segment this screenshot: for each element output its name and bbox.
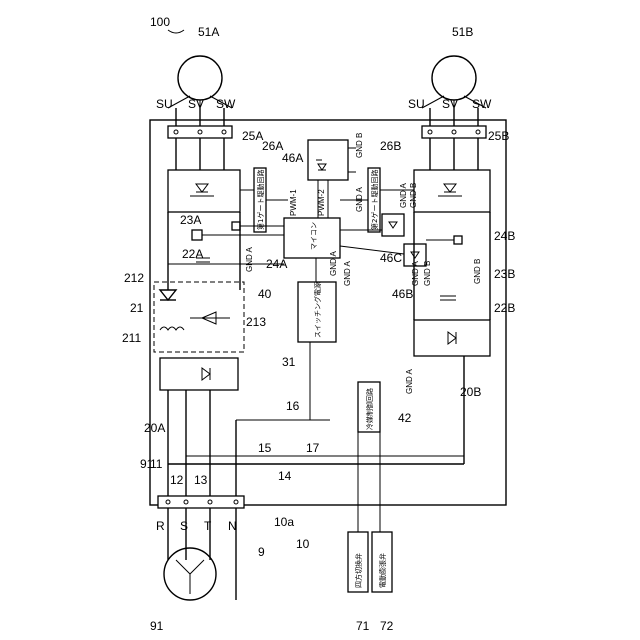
label-16: 16 xyxy=(286,399,300,413)
label-91-top: 91 xyxy=(140,457,154,471)
label-gnd-b3: GND B xyxy=(423,261,432,286)
exp-valve-label: 電動膨張弁 xyxy=(378,553,387,588)
label-46a: 46A xyxy=(282,151,303,165)
gate-driver-26a-label: 第1ゲート駆動回路 xyxy=(256,170,265,230)
label-20a: 20A xyxy=(144,421,165,435)
label-gnd-a7: GND A xyxy=(405,368,414,394)
pwm2-label: PWM-2 xyxy=(317,189,326,216)
sensor-24a xyxy=(232,222,240,230)
label-25b: 25B xyxy=(488,129,509,143)
label-51a: 51A xyxy=(198,25,219,39)
rectifier-20a xyxy=(160,358,238,390)
label-20b: 20B xyxy=(460,385,481,399)
label-72: 72 xyxy=(380,619,394,633)
label-21: 21 xyxy=(130,301,144,315)
label-22a: 22A xyxy=(182,247,203,261)
terminal-block-a xyxy=(168,108,232,170)
label-46c: 46C xyxy=(380,251,402,265)
label-213: 213 xyxy=(246,315,266,329)
label-14: 14 xyxy=(278,469,292,483)
label-r: R xyxy=(156,519,165,533)
label-13: 13 xyxy=(194,473,208,487)
inductor-211 xyxy=(160,327,184,330)
label-sw-b: SW xyxy=(472,97,492,111)
label-24b: 24B xyxy=(494,229,515,243)
label-91: 91 xyxy=(150,619,164,633)
label-s: S xyxy=(180,519,188,533)
gate-driver-26b-label: 第2ゲート駆動回路 xyxy=(370,170,379,230)
label-211: 211 xyxy=(122,331,141,345)
ref-ctrl-label: 冷媒制御回路 xyxy=(365,388,374,430)
label-25a: 25A xyxy=(242,129,263,143)
label-71: 71 xyxy=(356,619,370,633)
label-t: T xyxy=(204,519,212,533)
input-terminal-block-9 xyxy=(158,496,244,600)
label-24a: 24A xyxy=(266,257,287,271)
label-17: 17 xyxy=(306,441,320,455)
label-sw-a: SW xyxy=(216,97,236,111)
pwm1-label: PWM-1 xyxy=(289,189,298,216)
label-100: 100 xyxy=(150,15,170,29)
label-su-b: SU xyxy=(408,97,425,111)
label-gnd-b4: GND B xyxy=(473,259,482,284)
power-source-91 xyxy=(164,548,216,600)
label-23b: 23B xyxy=(494,267,515,281)
rectifier-20b xyxy=(414,320,490,356)
inverter-25b xyxy=(414,170,490,212)
label-212: 212 xyxy=(124,271,144,285)
inverter-25a xyxy=(168,170,240,212)
label-gnd-b2: GND B xyxy=(409,183,418,208)
label-gnd-a5: GND A xyxy=(343,260,352,286)
sensor-24b xyxy=(454,236,462,244)
label-15: 15 xyxy=(258,441,272,455)
label-gnd-a6: GND A xyxy=(411,260,420,286)
sensor-23a xyxy=(192,230,202,240)
label-26a: 26A xyxy=(262,139,283,153)
label-42: 42 xyxy=(398,411,412,425)
label-12: 12 xyxy=(170,473,184,487)
label-46b: 46B xyxy=(392,287,413,301)
label-gnd-a3: GND A xyxy=(245,246,254,272)
optocoupler-46c xyxy=(382,214,404,236)
label-su-a: SU xyxy=(156,97,173,111)
microcontroller-label: マイコン xyxy=(310,222,318,250)
diode-212 xyxy=(160,290,176,300)
pfc-circuit-21 xyxy=(154,282,244,352)
switch-213 xyxy=(190,312,230,324)
label-gnd-a2: GND A xyxy=(399,182,408,208)
label-gnd-a4: GND A xyxy=(329,250,338,276)
label-10: 10 xyxy=(296,537,310,551)
label-sv-a: SV xyxy=(188,97,204,111)
label-gnd-a1: GND A xyxy=(355,186,364,212)
label-31: 31 xyxy=(282,355,296,369)
label-26b: 26B xyxy=(380,139,401,153)
label-23a: 23A xyxy=(180,213,201,227)
label-sv-b: SV xyxy=(442,97,458,111)
four-way-label: 四方切換弁 xyxy=(354,553,363,588)
label-n: N xyxy=(228,519,237,533)
switching-ps-label: スイッチング電源 xyxy=(313,282,322,338)
label-51b: 51B xyxy=(452,25,473,39)
optocoupler-46a xyxy=(308,140,348,180)
label-10a: 10a xyxy=(274,515,294,529)
label-40: 40 xyxy=(258,287,272,301)
label-gnd-b1: GND B xyxy=(355,133,364,158)
label-22b: 22B xyxy=(494,301,515,315)
terminal-block-b xyxy=(422,108,486,170)
label-9: 9 xyxy=(258,545,265,559)
